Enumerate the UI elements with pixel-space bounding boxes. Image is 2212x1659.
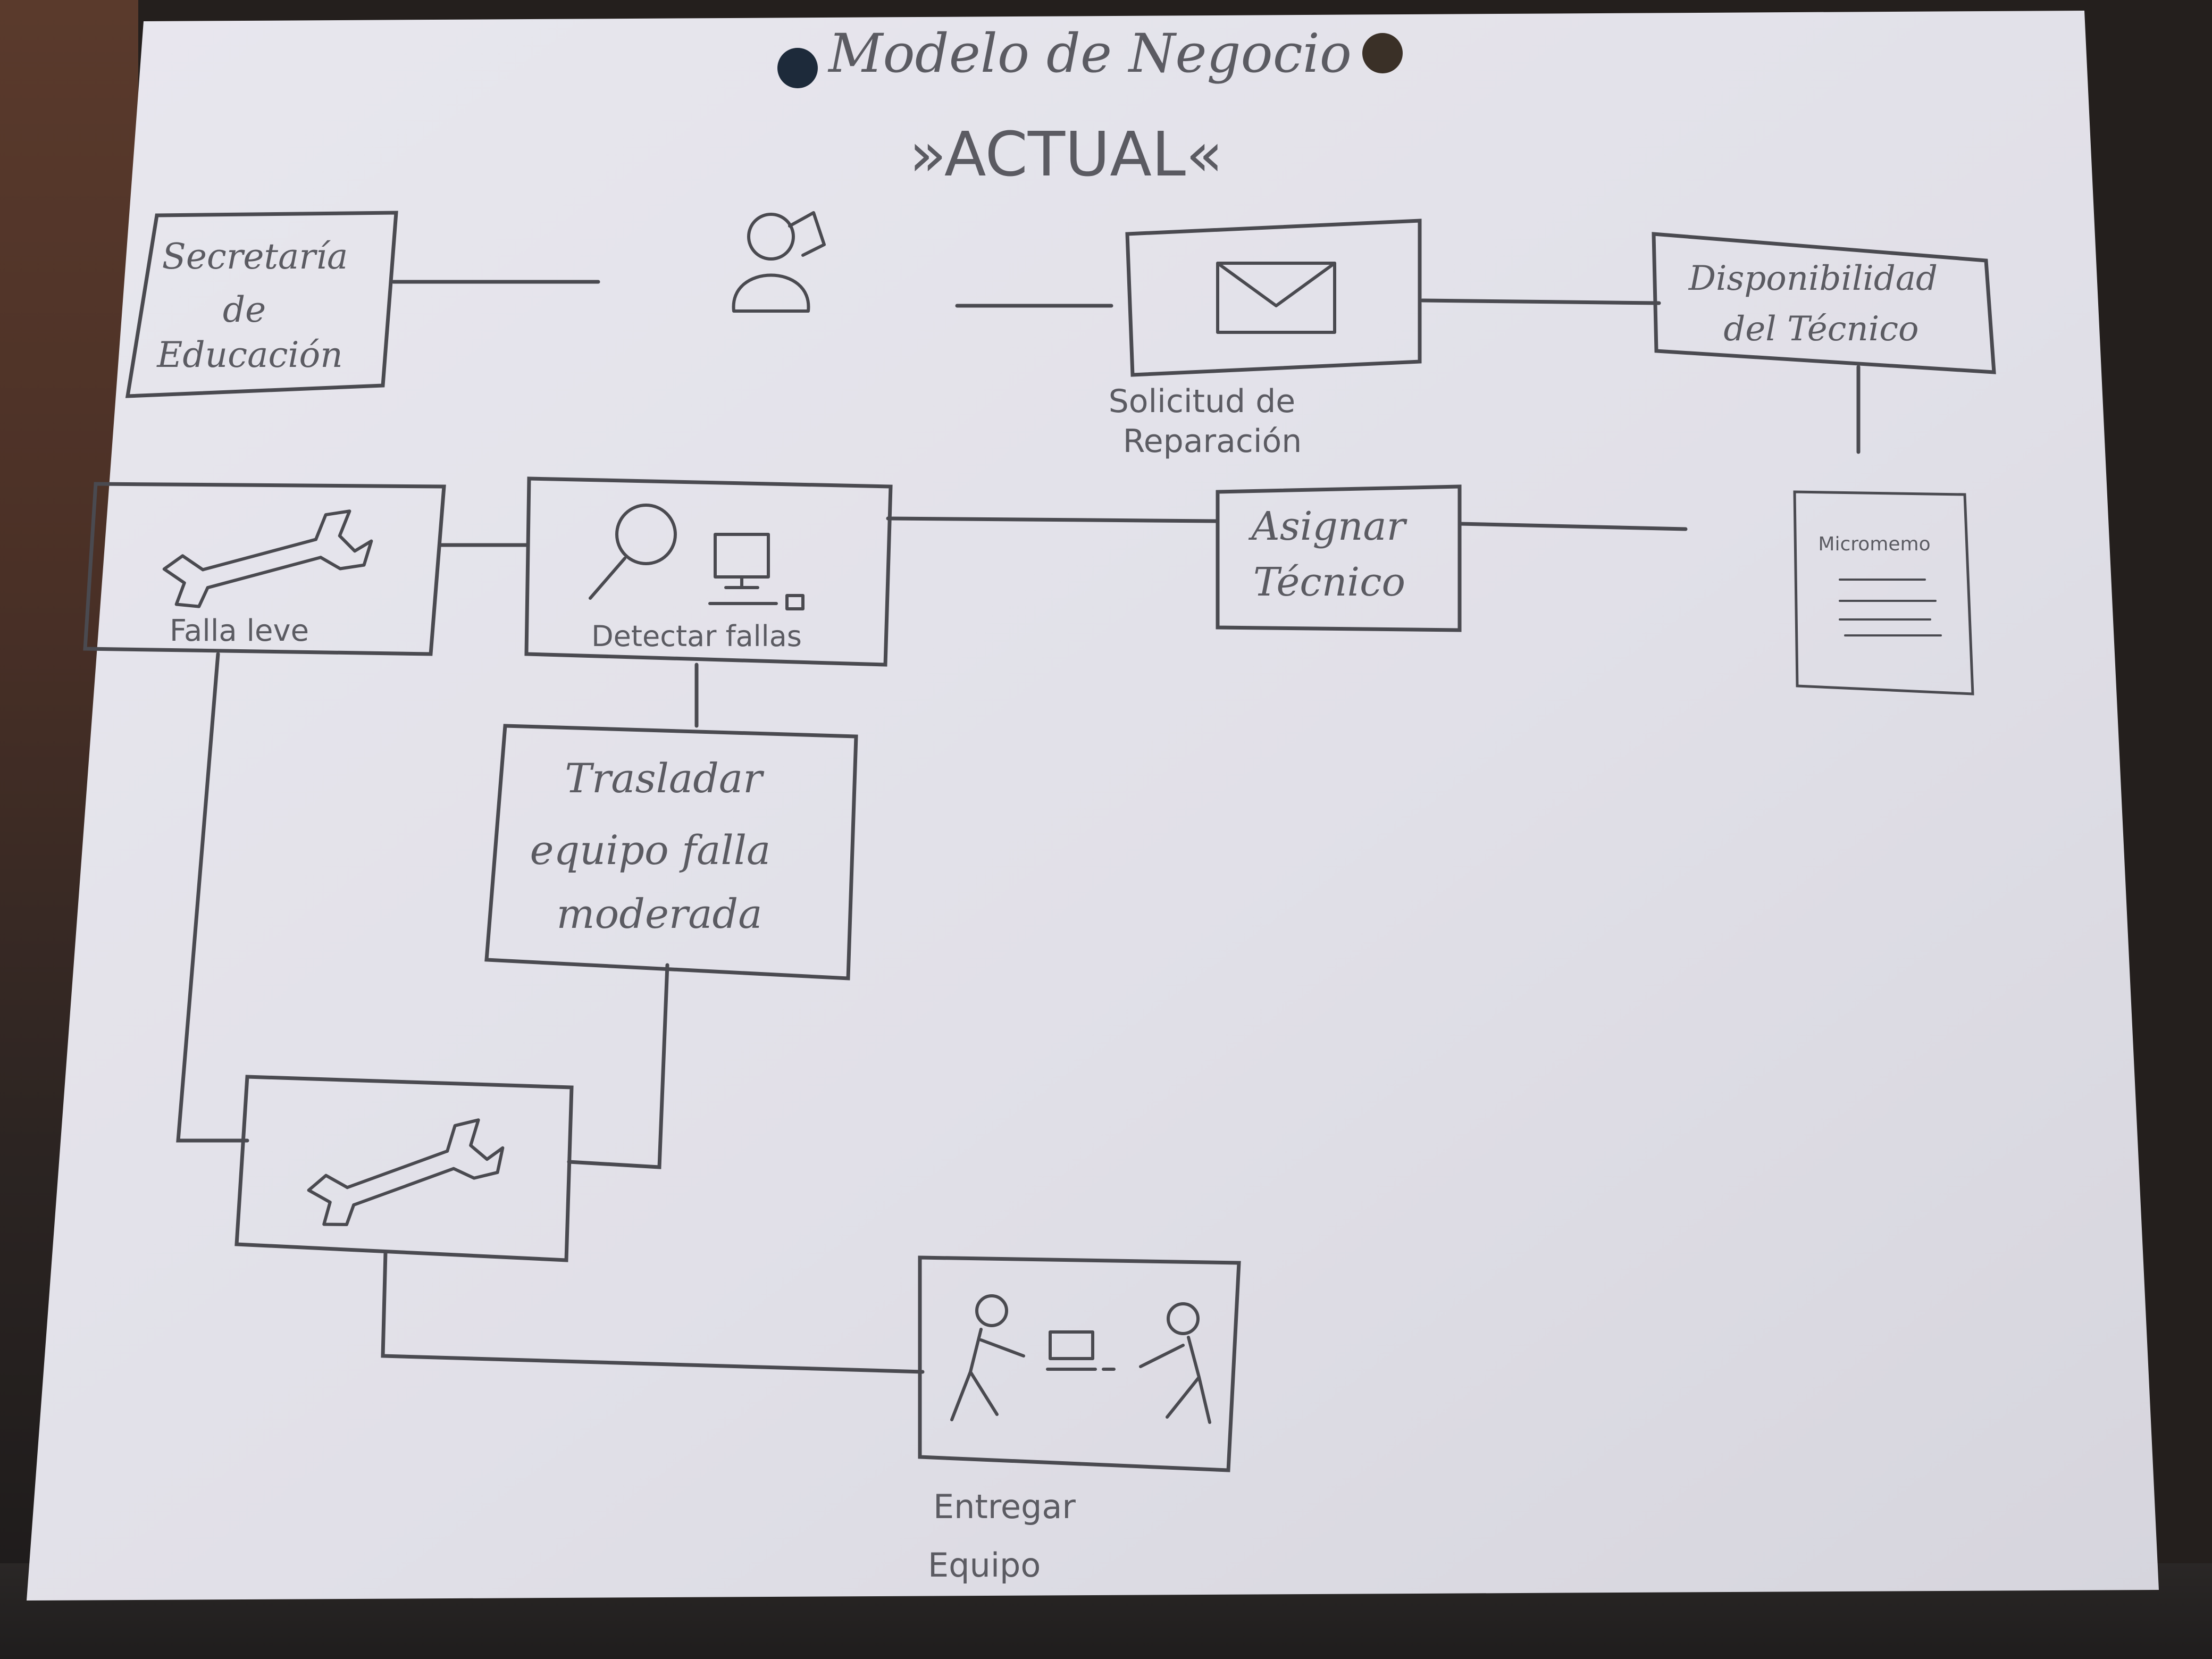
- diagram-subtitle: »ACTUAL«: [909, 119, 1224, 190]
- wrench-icon: [162, 509, 373, 608]
- user-phone-icon: [732, 211, 826, 313]
- paper-sheet: [27, 11, 2159, 1601]
- label-detectar: Detectar fallas: [591, 619, 802, 653]
- people-handover-icon: [950, 1294, 1211, 1424]
- box-falla-leve: [83, 482, 446, 656]
- micromemo-document: [1793, 490, 1974, 696]
- label-asignar: Asignar Técnico: [1248, 504, 1418, 605]
- computer-icon: [708, 533, 805, 610]
- connector-solicitud-disponibilidad: [1420, 298, 1661, 305]
- connector-trasladar-reparar: [567, 963, 669, 1169]
- diagram-title: Modelo de Negocio: [827, 22, 1352, 85]
- label-secretaria: Secretaría de Educación: [156, 236, 359, 375]
- punch-hole-right: [1362, 33, 1403, 73]
- box-detectar: [524, 476, 893, 667]
- label-micromemo: Micromemo: [1818, 533, 1930, 555]
- magnifier-icon: [589, 504, 677, 600]
- box-reparar: [234, 1075, 574, 1262]
- label-falla-leve: Falla leve: [170, 614, 309, 648]
- connector-asignar-micromemo: [1457, 522, 1688, 531]
- box-secretaria: [125, 211, 398, 398]
- envelope-icon: [1216, 262, 1336, 334]
- label-disponibilidad: Disponibilidad del Técnico: [1688, 259, 1949, 349]
- label-entregar: Entregar Equipo: [928, 1487, 1086, 1585]
- punch-hole-left: [777, 48, 818, 88]
- box-asignar: [1216, 484, 1462, 632]
- connector-falla-reparar: [176, 652, 249, 1143]
- box-solicitud: [1125, 219, 1422, 377]
- wrench-icon-repair: [307, 1118, 505, 1226]
- box-entregar: [918, 1255, 1241, 1472]
- label-solicitud: Solicitud de Reparación: [1109, 383, 1306, 460]
- micromemo-text-lines: [1839, 579, 1942, 636]
- box-trasladar: [484, 724, 858, 981]
- connector-detectar-asignar: [886, 516, 1220, 523]
- label-trasladar: Trasladar equipo falla moderada: [530, 755, 784, 937]
- connector-reparar-entregar: [381, 1250, 925, 1374]
- box-disponibilidad: [1652, 232, 1996, 374]
